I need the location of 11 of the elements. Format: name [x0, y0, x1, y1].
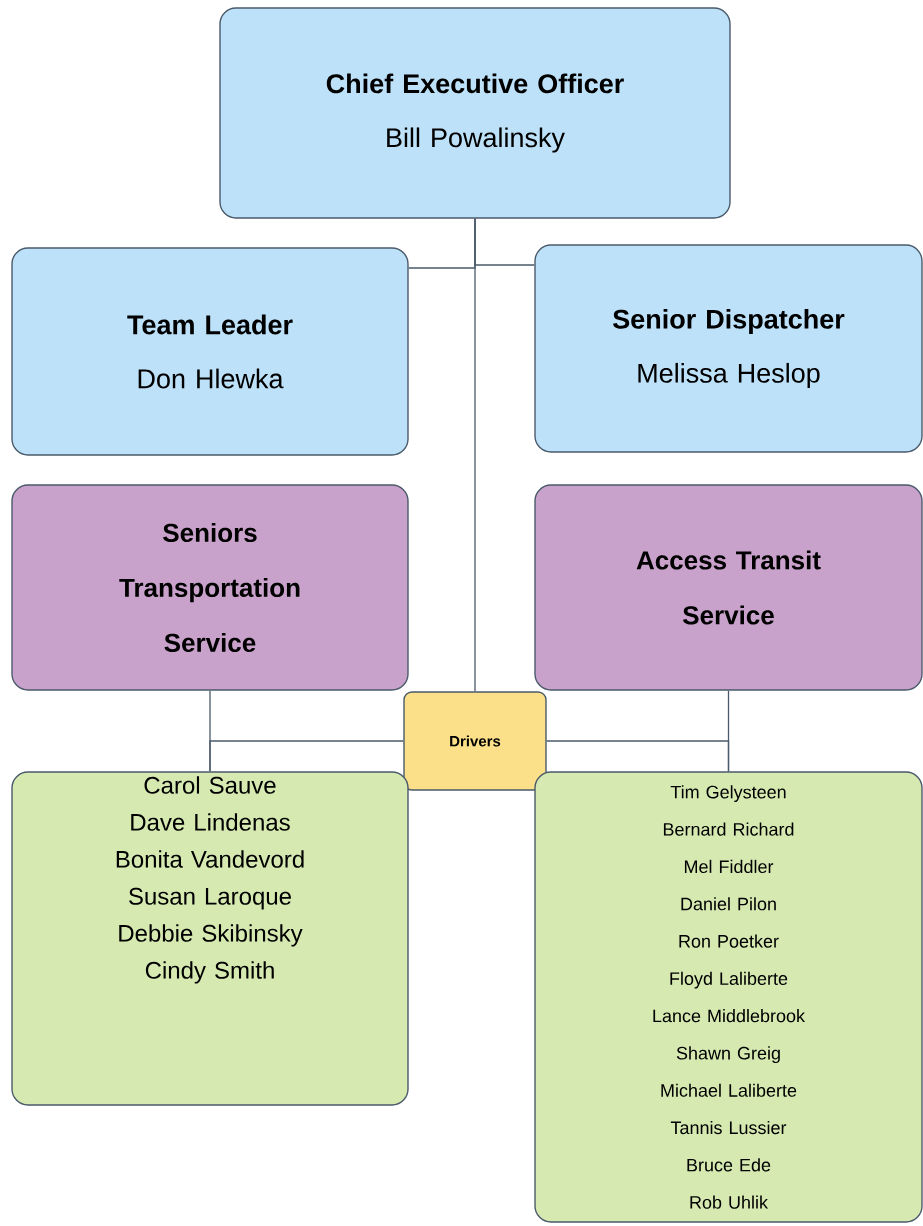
drivers-box: Drivers: [403, 691, 547, 791]
service-box: Seniors Transportation Service: [11, 484, 409, 691]
role-box: Senior Dispatcher Melissa Heslop: [534, 244, 923, 453]
service-box: Access Transit Service: [534, 484, 923, 691]
connector-line: [209, 740, 404, 772]
connector-line: [546, 740, 730, 772]
name-list-box: Carol Sauve Dave Lindenas Bonita Vandevord Susan Laroque Debbie Skibinsky Cindy Smith: [11, 771, 409, 1106]
role-box: Team Leader Don Hlewka: [11, 247, 409, 456]
role-box: Chief Executive Officer Bill Powalinsky: [219, 7, 731, 219]
connector-line: [474, 218, 476, 692]
name-list-box: Tim Gelysteen Bernard Richard Mel Fiddler Daniel Pilon Ron Poetker Floyd Laliberte Lance Middlebrook Shawn Greig Michael Laliberte Tannis Lussier Bruce Ede Rob Uhlik: [534, 771, 923, 1223]
